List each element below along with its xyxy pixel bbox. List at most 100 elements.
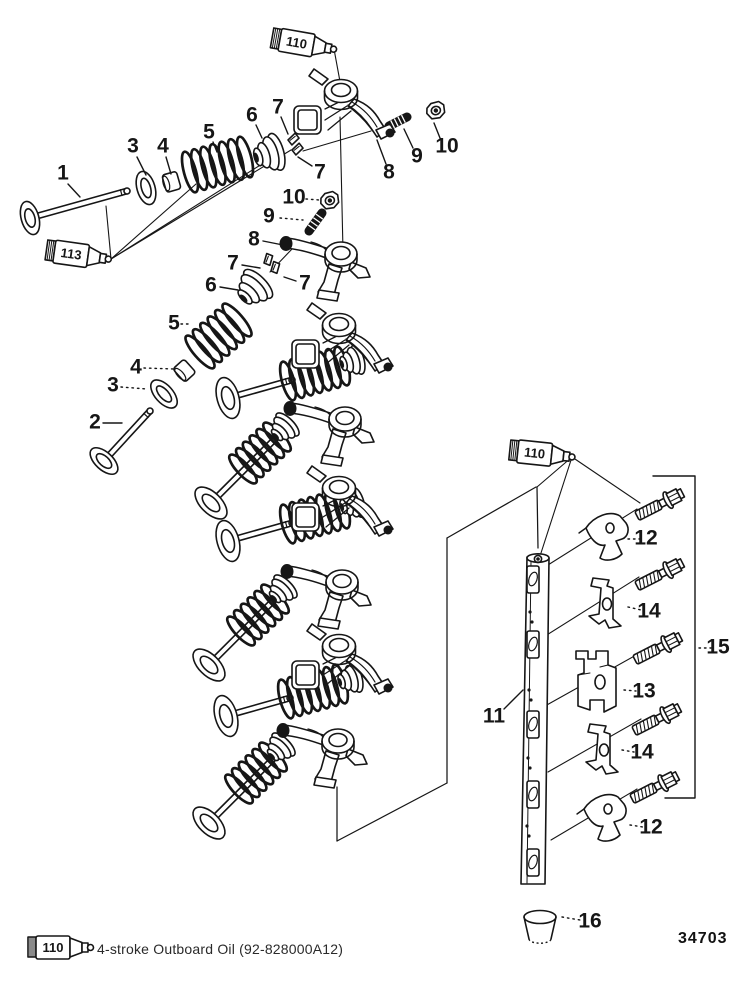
diagram-line — [105, 205, 112, 260]
callout-label: 4 — [157, 135, 169, 158]
callout-7: 7 — [272, 96, 289, 135]
valve-guide-bushing — [173, 359, 196, 382]
callout-3: 3 — [107, 374, 148, 397]
diagram-line — [304, 208, 327, 236]
callout-14: 14 — [627, 600, 661, 623]
callout-16: 16 — [561, 910, 602, 933]
callout-7: 7 — [297, 156, 326, 184]
callout-label: 10 — [282, 186, 305, 209]
diagram-line — [541, 576, 640, 639]
adjusting-screw — [304, 208, 327, 236]
callout-4: 4 — [157, 135, 172, 175]
callout-label: 9 — [411, 145, 423, 168]
callout-10: 10 — [282, 186, 321, 209]
callout-label: 7 — [314, 161, 326, 184]
callout-label: 1 — [57, 162, 69, 185]
cup-plug — [523, 909, 557, 944]
oil-tube-110-right: 110 — [508, 439, 576, 467]
rocker-arm-A — [291, 465, 394, 537]
callout-7: 7 — [283, 272, 311, 295]
callout-6: 6 — [246, 104, 263, 139]
callout-label: 13 — [632, 680, 655, 703]
shaft-bolt — [634, 488, 686, 521]
valve-keeper — [263, 252, 274, 267]
spring-retainer — [252, 132, 286, 172]
callout-12: 12 — [627, 527, 658, 550]
callout-label: 15 — [706, 636, 730, 659]
callout-15: 15 — [698, 636, 730, 659]
callout-label: 6 — [246, 104, 258, 127]
callout-label: 14 — [630, 741, 654, 764]
oil-tube-113-left: 113 — [44, 239, 113, 269]
valve-guide-bushing — [161, 171, 182, 193]
callout-label: 4 — [130, 356, 142, 379]
oil-tube-110-top: 110 — [269, 27, 338, 58]
valve-seal-washer — [150, 379, 178, 409]
callout-1: 1 — [57, 162, 81, 198]
valve-spring — [184, 302, 253, 370]
diagram-line — [110, 149, 292, 260]
shaft-bolt — [629, 771, 681, 804]
callout-label: 14 — [637, 600, 661, 623]
diagram-line — [446, 486, 537, 539]
callout-4: 4 — [130, 356, 175, 379]
rocker-arm-B — [276, 723, 368, 789]
callout-label: 7 — [227, 252, 239, 275]
diagram-line — [339, 116, 344, 252]
valve-spring — [180, 135, 255, 194]
callout-label: 11 — [483, 705, 506, 728]
callout-5: 5 — [168, 312, 192, 335]
valve-spring — [227, 421, 293, 485]
callout-label: 5 — [203, 121, 215, 144]
diagram-line — [110, 183, 197, 260]
diagram-line — [384, 112, 412, 131]
callout-9: 9 — [403, 128, 423, 168]
diagram-line — [547, 718, 642, 773]
diagram-line — [536, 486, 539, 549]
callout-label: 8 — [248, 228, 260, 251]
valve — [213, 694, 294, 738]
retainer-clip-13 — [575, 650, 617, 713]
callout-13: 13 — [623, 680, 656, 703]
callout-7: 7 — [227, 252, 261, 275]
oil-tube-110-legend: 110 — [27, 935, 95, 960]
intake-valve-1 — [19, 187, 131, 236]
rocker-arm-B — [283, 401, 375, 467]
rocker-arm-A — [291, 623, 394, 695]
callout-label: 7 — [299, 272, 311, 295]
retainer-clip-12 — [578, 512, 629, 561]
callout-label: 2 — [89, 411, 101, 434]
rocker-shaft — [520, 552, 550, 885]
diagram-line — [571, 456, 641, 504]
callout-10: 10 — [433, 122, 459, 158]
oil-tube-label: 113 — [60, 245, 83, 263]
group-bracket-15 — [652, 475, 696, 799]
rocker-arm-B — [280, 564, 372, 630]
callout-label: 7 — [272, 96, 284, 119]
exhaust-valve-2 — [89, 407, 154, 476]
valve — [215, 376, 296, 420]
callout-label: 12 — [639, 816, 662, 839]
callout-8: 8 — [376, 139, 395, 184]
callout-11: 11 — [483, 689, 524, 728]
callout-label: 12 — [634, 527, 657, 550]
spring-retainer — [237, 268, 274, 305]
callout-label: 16 — [578, 910, 601, 933]
callout-label: 5 — [168, 312, 180, 335]
lock-nut — [320, 190, 340, 210]
shaft-bolt — [632, 632, 684, 665]
valve-keeper — [270, 260, 281, 275]
callout-9: 9 — [263, 205, 304, 228]
callout-label: 8 — [383, 161, 395, 184]
diagram-line — [336, 782, 448, 842]
rocker-arm-A — [291, 302, 394, 374]
callout-label: 9 — [263, 205, 275, 228]
diagram-line — [536, 456, 573, 488]
diagram-line — [302, 130, 372, 152]
callout-label: 3 — [127, 135, 139, 158]
callout-8: 8 — [248, 228, 284, 251]
spring-retainer — [266, 732, 296, 762]
spring-retainer — [268, 574, 298, 604]
